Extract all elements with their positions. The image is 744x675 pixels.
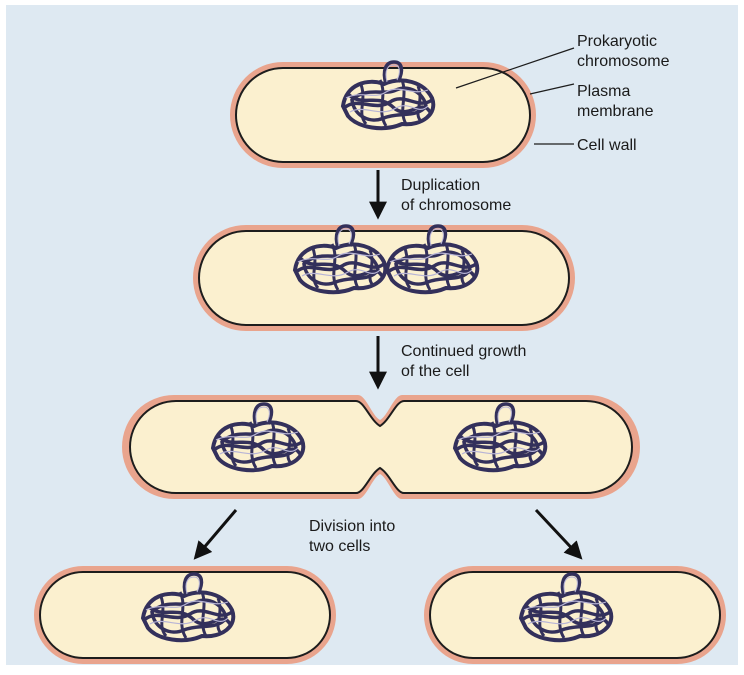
- daughter-cell-right: [424, 566, 726, 664]
- step3-label-line2: two cells: [309, 538, 370, 555]
- plasma-membrane: [430, 572, 720, 658]
- step2-label-line2: of the cell: [401, 363, 469, 380]
- label-prokaryotic-line2: chromosome: [577, 53, 670, 70]
- label-prokaryotic-line1: Prokaryotic: [577, 33, 657, 50]
- daughter-cell-left: [34, 566, 336, 664]
- step1-label-line1: Duplication: [401, 177, 480, 194]
- label-plasma-line1: Plasma: [577, 83, 630, 100]
- label-plasma-line2: membrane: [577, 103, 654, 120]
- cell-duplicated: [193, 225, 575, 331]
- step1-label-line2: of chromosome: [401, 197, 511, 214]
- cell-original: [230, 62, 536, 168]
- step2-label-line1: Continued growth: [401, 343, 526, 360]
- label-cell-wall: Cell wall: [577, 137, 637, 154]
- step3-label-line1: Division into: [309, 518, 395, 535]
